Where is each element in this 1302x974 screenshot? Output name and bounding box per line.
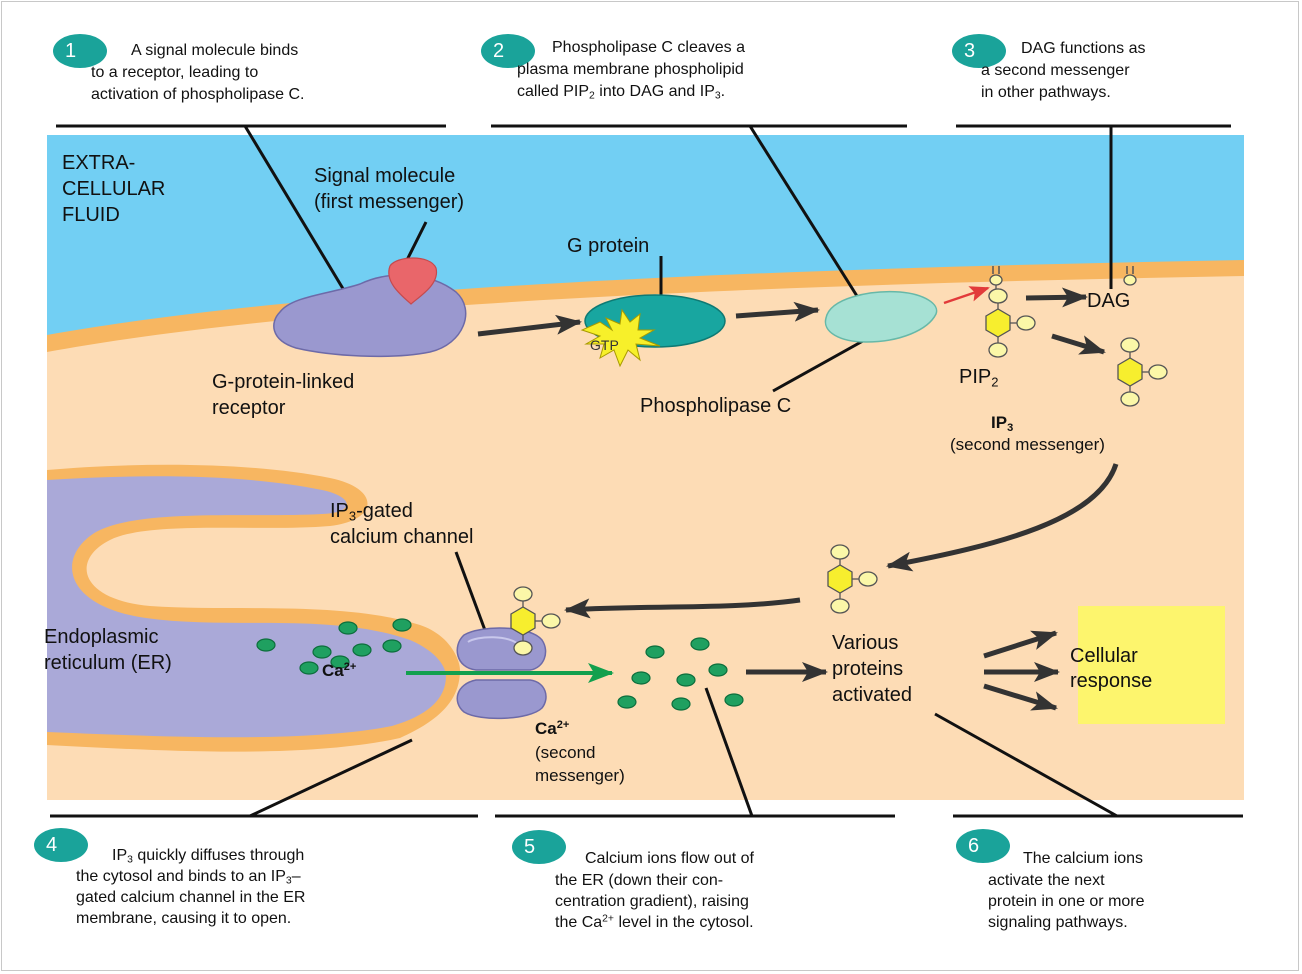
step-badge-5: 5 [512,830,566,864]
step-badge-4: 4 [34,828,88,862]
ip3-label: IP3 [991,413,1014,434]
pip2-label: PIP2 [959,366,999,390]
arrow-icon [477,314,582,337]
ca-er-label: Ca2+ [322,660,357,680]
er-label-2: reticulum (ER) [44,652,172,674]
step-2-line-2: plasma membrane phospholipid [517,61,744,78]
step-3-line-3: in other pathways. [981,84,1111,101]
ca-second-messenger-label-1: (second [535,743,596,762]
signal-molecule-icon [388,257,438,305]
g-protein-label: G protein [567,235,650,257]
extracellular-label-1: EXTRA- [62,152,136,174]
step-6-line-1: The calcium ions [1023,850,1144,867]
step-1-line-1: A signal molecule binds [131,42,299,59]
step-3-line-1: DAG functions as [1021,40,1146,57]
er-lumen [47,476,446,738]
arrow-icon [886,463,1119,572]
dag-label: DAG [1087,290,1131,312]
phospholipase-icon [824,290,938,343]
ip3-second-messenger-label: (second messenger) [950,435,1105,454]
extracellular-label-2: CELLULAR [62,178,166,200]
receptor-label-2: receptor [212,397,286,419]
channel-label-2: calcium channel [330,526,474,548]
cellular-response-box [1078,606,1225,724]
phospholipase-c-label: Phospholipase C [640,395,792,417]
signal-molecule-label-1: Signal molecule [314,165,456,187]
step-6-line-4: signaling pathways. [988,914,1128,931]
various-proteins-label-3: activated [832,684,913,706]
arrow-icon [983,683,1058,711]
arrow-icon [983,630,1058,659]
step-badge-2: 2 [481,34,535,68]
step-5-line-4: the Ca2+ level in the cytosol. [555,913,754,931]
step-1-line-2: to a receptor, leading to [91,64,259,81]
pip2-molecule-icon [985,266,1036,358]
arrow-icon [1025,287,1088,308]
arrow-icon [1051,333,1106,355]
step-6-line-2: activate the next [988,872,1105,889]
step-3-line-2: a second messenger [981,62,1130,79]
er-label-1: Endoplasmic [44,626,159,648]
step-5-line-2: the ER (down their con- [555,872,724,889]
step-badge-6: 6 [956,829,1010,863]
step-5-line-3: centration gradient), raising [555,893,749,910]
step-5-line-1: Calcium ions flow out of [585,850,754,867]
activation-arrow-icon [943,286,990,305]
step-4-line-2: the cytosol and binds to an IP3– [76,868,301,887]
cellular-response-label-1: Cellular [1070,645,1138,667]
step-4-line-3: gated calcium channel in the ER [76,889,306,906]
ca-second-messenger-label-2: messenger) [535,766,625,785]
extracellular-label-3: FLUID [62,204,120,226]
ca-cytosol-label: Ca2+ [535,718,570,738]
various-proteins-label-2: proteins [832,658,904,680]
arrow-icon [735,301,820,322]
step-2-line-1: Phospholipase C cleaves a [552,39,746,56]
plasma-membrane [47,260,1244,352]
calcium-ion-icon [617,637,744,711]
step-badge-3: 3 [952,34,1006,68]
various-proteins-label-1: Various [832,632,899,654]
gtp-starburst-icon [580,308,661,368]
step-4-line-4: membrane, causing it to open. [76,910,292,927]
step-6-line-3: protein in one or more [988,893,1145,910]
calcium-ion-icon [256,618,412,675]
signal-molecule-label-2: (first messenger) [314,191,465,213]
dag-molecule-icon [1123,266,1137,286]
step-4-line-1: IP3 quickly diffuses through [112,847,305,866]
channel-label-1: IP3-gated [330,500,413,524]
step-2-line-3: called PIP2 into DAG and IP3. [517,83,726,102]
gtp-label: GTP [590,337,619,353]
cellular-response-label-2: response [1070,670,1153,692]
step-1-line-3: activation of phospholipase C. [91,86,305,103]
step-badge-1: 1 [53,34,107,68]
receptor-label-1: G-protein-linked [212,371,355,393]
arrow-icon [564,597,801,619]
